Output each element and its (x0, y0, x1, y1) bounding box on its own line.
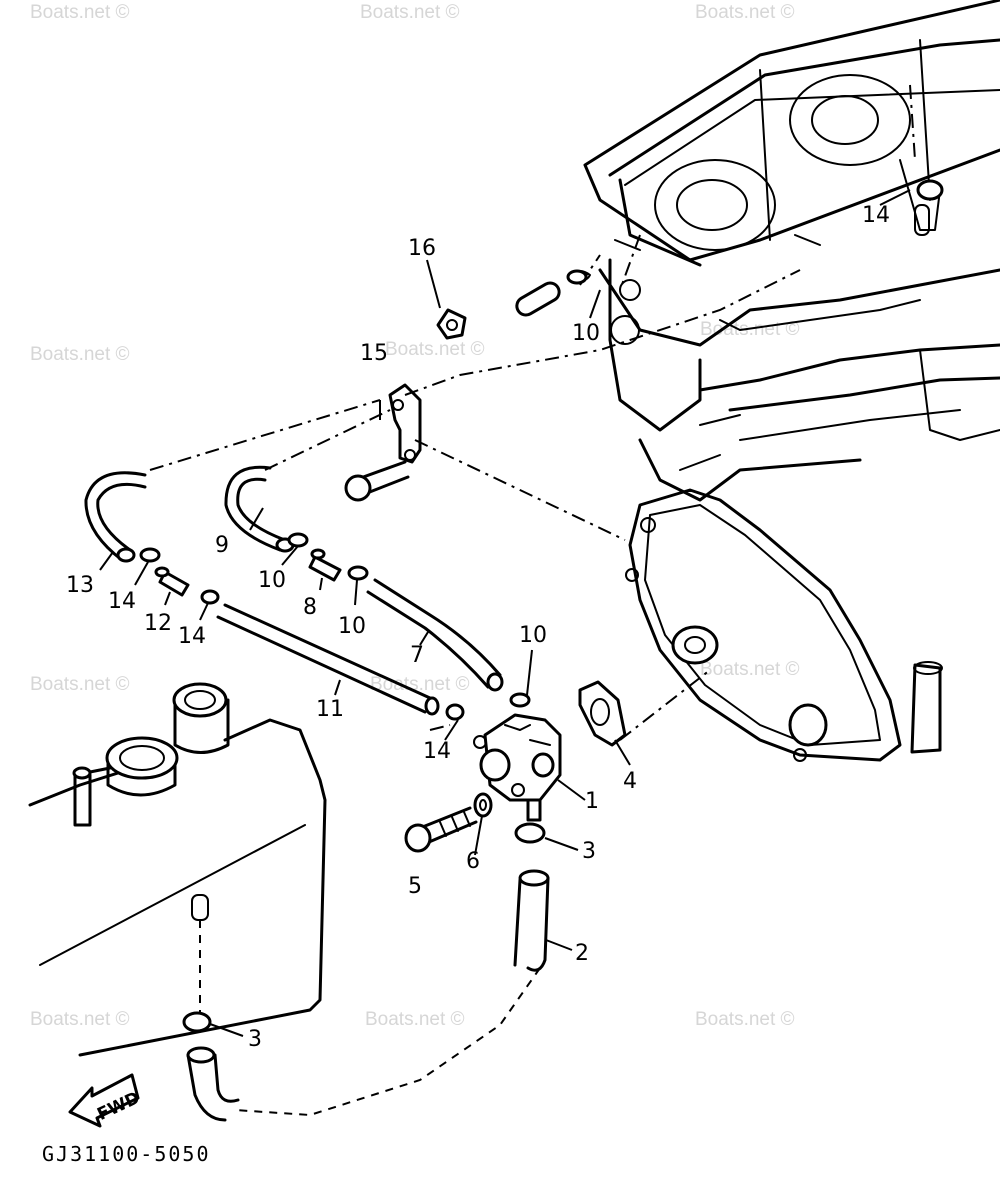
callout-14: 14 (862, 203, 890, 228)
watermark: Boats.net © (360, 2, 460, 23)
watermark: Boats.net © (30, 674, 130, 695)
bolt-5 (404, 806, 478, 853)
watermark: Boats.net © (370, 674, 470, 695)
callout-4: 4 (623, 769, 637, 794)
callout-14: 14 (423, 739, 451, 764)
watermark: Boats.net © (30, 344, 130, 365)
callout-14: 14 (178, 624, 206, 649)
callout-13: 13 (66, 573, 94, 598)
callout-numbers: 1 2 3 3 4 5 6 7 8 9 10 10 10 10 11 12 13… (66, 203, 890, 1052)
callout-5: 5 (408, 874, 422, 899)
callout-7: 7 (410, 643, 424, 668)
fwd-label: FWD (94, 1088, 143, 1125)
watermark: Boats.net © (365, 1009, 465, 1030)
callout-10: 10 (338, 614, 366, 639)
watermark: Boats.net © (385, 339, 485, 360)
callout-6: 6 (466, 849, 480, 874)
callout-3: 3 (248, 1027, 262, 1052)
watermark: Boats.net © (695, 2, 795, 23)
hose-11 (216, 603, 440, 716)
bracket-15 (344, 383, 422, 502)
callout-11: 11 (316, 697, 344, 722)
fuel-tank (28, 682, 327, 1057)
callout-10: 10 (572, 321, 600, 346)
callout-3: 3 (582, 839, 596, 864)
callout-15: 15 (360, 341, 388, 366)
callout-2: 2 (575, 941, 589, 966)
watermark: Boats.net © (30, 1009, 130, 1030)
watermark: Boats.net © (30, 2, 130, 23)
watermark: Boats.net © (695, 1009, 795, 1030)
hose-lower (186, 1046, 240, 1122)
hose-7 (366, 578, 504, 692)
callout-10: 10 (519, 623, 547, 648)
washer-6 (473, 792, 493, 818)
fuel-cock-valve-1 (473, 713, 562, 822)
fwd-arrow: FWD (68, 1073, 143, 1128)
callout-10: 10 (258, 568, 286, 593)
engine-block (583, 0, 1000, 502)
callout-16: 16 (408, 236, 436, 261)
crankcase-cover (625, 488, 943, 762)
callout-9: 9 (215, 533, 229, 558)
gasket-4 (578, 680, 627, 747)
connection-lines (149, 254, 801, 1117)
hose-13 (84, 471, 147, 563)
inline-filters (154, 548, 342, 597)
watermark: Boats.net © (700, 659, 800, 680)
hose-2 (513, 869, 550, 972)
watermarks: Boats.net © Boats.net © Boats.net © Boat… (30, 2, 800, 1030)
callout-8: 8 (303, 595, 317, 620)
leader-lines (99, 189, 911, 1037)
callout-12: 12 (144, 611, 172, 636)
callout-1: 1 (585, 789, 599, 814)
hose-clamps (139, 269, 588, 1033)
diagram-code: GJ31100-5050 (42, 1142, 211, 1166)
clip-16 (426, 259, 467, 340)
hose-9 (224, 465, 295, 553)
callout-14: 14 (108, 589, 136, 614)
